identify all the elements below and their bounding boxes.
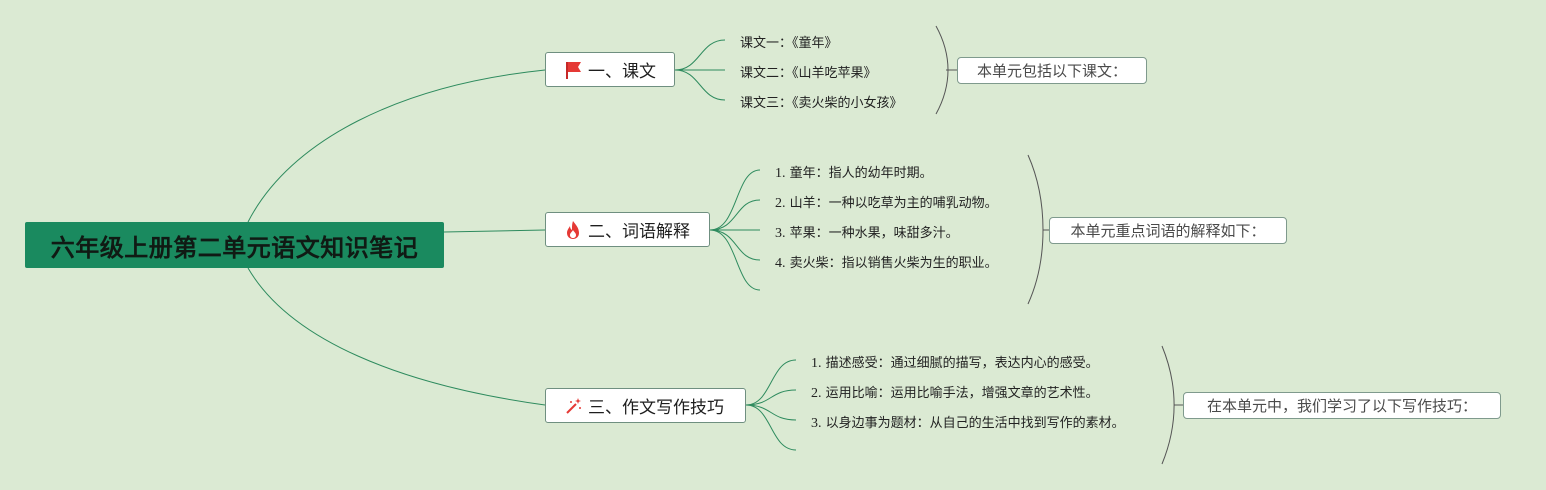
root-link-3 bbox=[247, 267, 546, 406]
list-item: 2. 运用比喻：运用比喻手法，增强文章的艺术性。 bbox=[811, 386, 1099, 401]
list-item: 课文三：《卖火柴的小女孩》 bbox=[740, 96, 903, 111]
magic-wand-icon bbox=[562, 395, 584, 417]
branch-label: 二、词语解释 bbox=[588, 222, 690, 242]
list-item: 3. 以身边事为题材：从自己的生活中找到写作的素材。 bbox=[811, 416, 1125, 431]
summary-label[interactable]: 在本单元中，我们学习了以下写作技巧： bbox=[1183, 392, 1501, 419]
list-item: 课文二：《山羊吃苹果》 bbox=[740, 66, 877, 81]
fire-icon bbox=[562, 219, 584, 241]
branch3-link-4 bbox=[745, 404, 797, 451]
branch2-link-5 bbox=[709, 229, 761, 291]
branch3-link-3 bbox=[745, 404, 797, 421]
branch-label: 一、课文 bbox=[588, 62, 656, 82]
branch-vocabulary[interactable]: 二、词语解释 bbox=[545, 212, 710, 247]
branch-label: 三、作文写作技巧 bbox=[588, 398, 724, 418]
root-title[interactable]: 六年级上册第二单元语文知识笔记 bbox=[25, 222, 444, 268]
branch1-link-3 bbox=[674, 69, 726, 101]
root-link-2 bbox=[443, 229, 546, 233]
branch3-link-1 bbox=[745, 359, 797, 406]
summary-label[interactable]: 本单元重点词语的解释如下： bbox=[1049, 217, 1287, 244]
branch-texts[interactable]: 一、课文 bbox=[545, 52, 675, 87]
list-item: 课文一：《童年》 bbox=[740, 36, 838, 51]
red-flag-icon bbox=[562, 59, 584, 81]
branch2-link-4 bbox=[709, 229, 761, 261]
list-item: 3. 苹果：一种水果，味甜多汁。 bbox=[775, 226, 959, 241]
branch2-bracket bbox=[1027, 154, 1044, 305]
root-link-1 bbox=[247, 69, 546, 223]
list-item: 1. 描述感受：通过细腻的描写，表达内心的感受。 bbox=[811, 356, 1099, 371]
branch-writing-skills[interactable]: 三、作文写作技巧 bbox=[545, 388, 746, 423]
branch2-link-2 bbox=[709, 199, 761, 231]
list-item: 4. 卖火柴：指以销售火柴为生的职业。 bbox=[775, 256, 998, 271]
branch3-link-2 bbox=[745, 389, 797, 406]
list-item: 2. 山羊：一种以吃草为主的哺乳动物。 bbox=[775, 196, 998, 211]
branch3-bracket bbox=[1161, 345, 1175, 465]
branch2-link-1 bbox=[709, 169, 761, 231]
list-item: 1. 童年：指人的幼年时期。 bbox=[775, 166, 933, 181]
branch1-link-1 bbox=[674, 39, 726, 71]
summary-label[interactable]: 本单元包括以下课文： bbox=[957, 57, 1147, 84]
